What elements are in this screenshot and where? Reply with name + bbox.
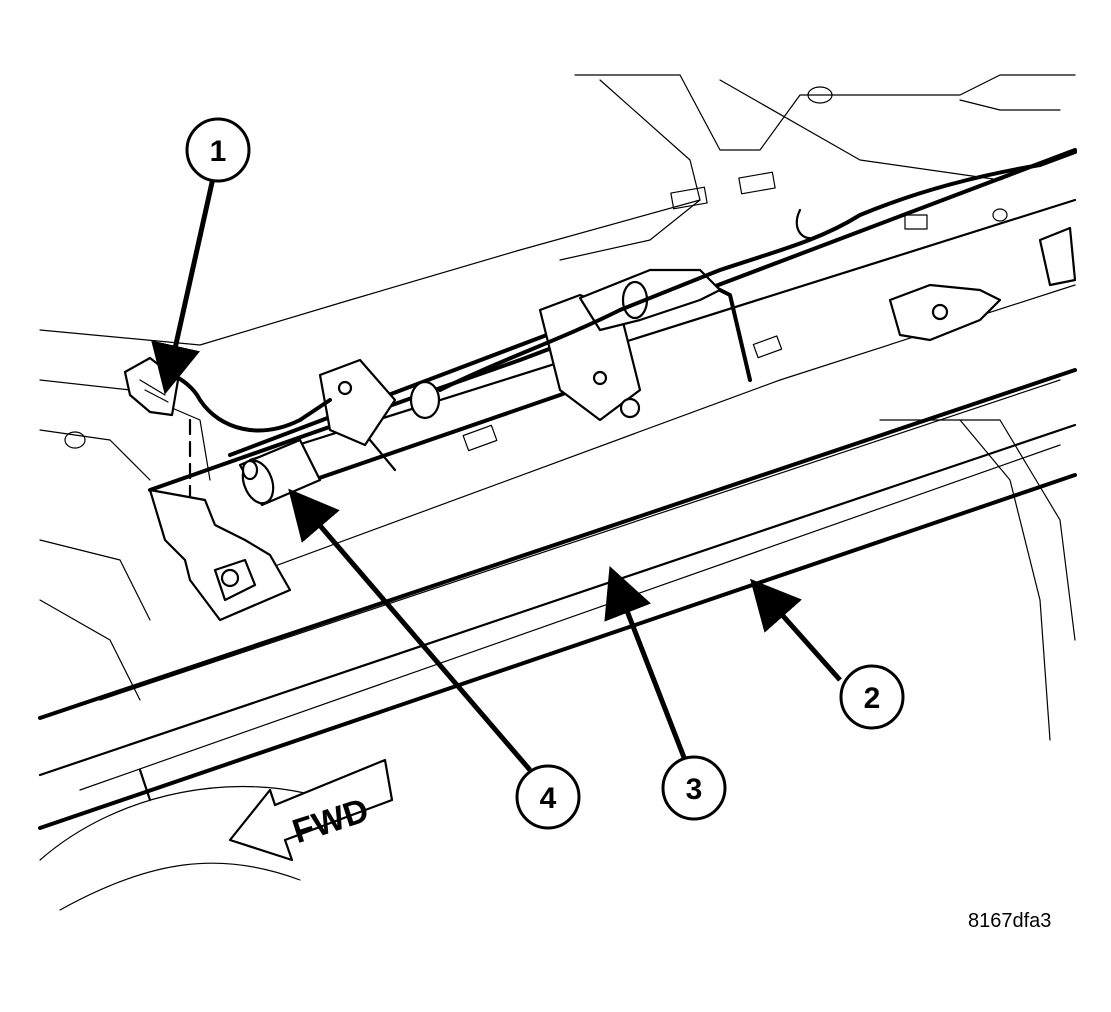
figure-id: 8167dfa3 xyxy=(968,910,1052,932)
callout-1-label: 1 xyxy=(210,135,227,168)
frame-rail xyxy=(38,368,1077,830)
callout-2: 2 xyxy=(839,664,905,730)
callout-3: 3 xyxy=(661,755,727,821)
leader-lines xyxy=(151,177,842,772)
exhaust-pipe xyxy=(228,268,752,507)
callout-3-label: 3 xyxy=(686,773,703,806)
exhaust-hanger xyxy=(888,226,1077,342)
callout-4: 4 xyxy=(515,764,581,830)
forward-arrow: FWD xyxy=(228,758,394,862)
underbody-panel xyxy=(39,74,1076,911)
callout-4-label: 4 xyxy=(540,782,557,815)
mounting-bracket xyxy=(148,488,292,622)
callout-2-label: 2 xyxy=(864,682,881,715)
callout-1: 1 xyxy=(185,117,251,183)
